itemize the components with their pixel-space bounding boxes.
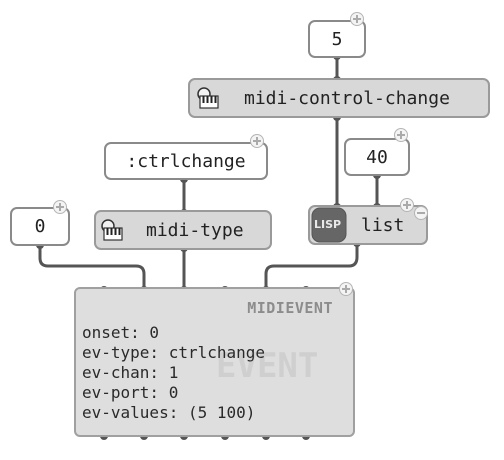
slot-onset: onset: 0 — [82, 323, 160, 342]
wire-0-to-onset — [38, 243, 146, 292]
plus-icon[interactable] — [250, 134, 264, 148]
midievent-title: MIDIEVENT — [247, 299, 333, 317]
plus-icon[interactable] — [339, 282, 353, 296]
midi-type-label: midi-type — [146, 219, 244, 241]
piano-keyboard-icon — [197, 87, 219, 109]
slot-ev-port: ev-port: 0 — [82, 383, 179, 402]
plus-icon[interactable] — [350, 12, 364, 26]
value-box-40[interactable]: 40 — [344, 138, 410, 176]
value-box-5[interactable]: 5 — [308, 20, 366, 58]
value-text: 5 — [331, 28, 343, 50]
plus-icon[interactable] — [394, 128, 408, 142]
lisp-function-icon — [311, 207, 347, 243]
midi-control-change-box[interactable]: midi-control-change — [188, 78, 490, 118]
wire-list-to-ev-values — [264, 241, 359, 292]
plus-icon[interactable] — [400, 198, 414, 212]
value-text: 0 — [34, 216, 46, 237]
midi-type-box[interactable]: midi-type — [94, 210, 272, 250]
plus-icon[interactable] — [53, 200, 67, 214]
lisp-badge-text: LISP — [314, 218, 342, 231]
midi-control-change-label: midi-control-change — [244, 87, 450, 109]
piano-keyboard-icon — [101, 219, 123, 241]
slot-ev-chan: ev-chan: 1 — [82, 363, 179, 382]
midievent-slots: onset: 0 ev-type: ctrlchange ev-chan: 1 … — [82, 323, 265, 423]
slot-ev-type: ev-type: ctrlchange — [82, 343, 266, 362]
midievent-box[interactable]: EVENT MIDIEVENT onset: 0 ev-type: ctrlch… — [74, 287, 355, 437]
value-box-ctrlchange[interactable]: :ctrlchange — [104, 142, 268, 180]
list-label: list — [361, 214, 405, 236]
midievent-watermark: EVENT — [216, 346, 319, 386]
minus-icon[interactable] — [414, 206, 428, 220]
value-text: :ctrlchange — [126, 150, 246, 172]
slot-ev-values: ev-values: (5 100) — [82, 403, 256, 422]
value-text: 40 — [366, 146, 388, 168]
